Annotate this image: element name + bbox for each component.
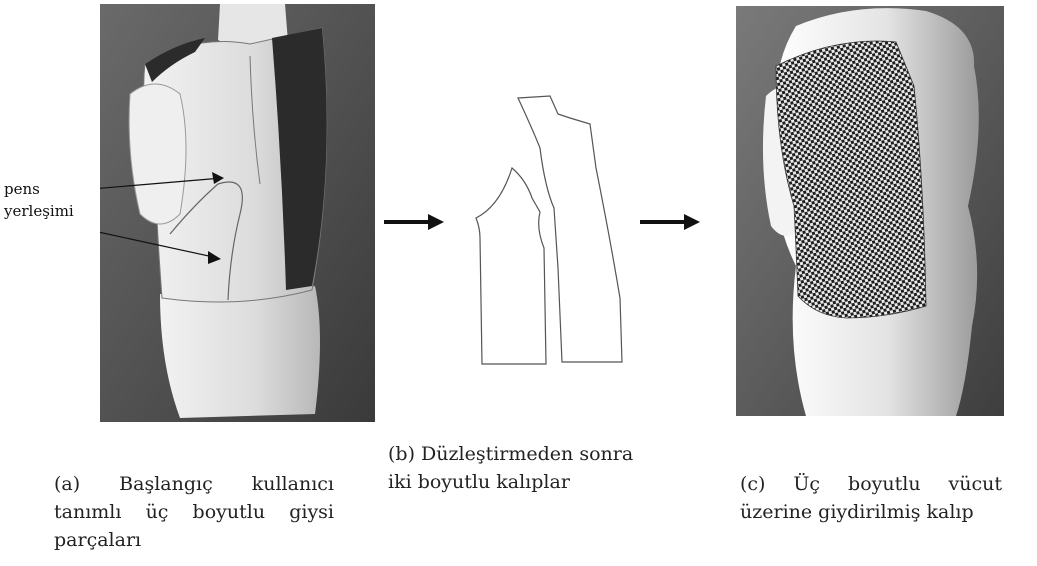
- caption-c-line-2: üzerine giydirilmiş kalıp: [740, 498, 1002, 526]
- annotation-line-2: yerleşimi: [4, 200, 74, 222]
- pattern-piece-side: [476, 168, 546, 364]
- annotation-dart-placement: pens yerleşimi: [4, 178, 74, 222]
- caption-b: (b) Düzleştirmeden sonra iki boyutlu kal…: [388, 440, 678, 496]
- arrow-b-to-c: [640, 212, 702, 232]
- mannequin-arm: [129, 84, 186, 224]
- caption-b-line-2: iki boyutlu kalıplar: [388, 468, 678, 496]
- panel-c-draped-pattern: [736, 6, 1004, 416]
- caption-a: (a) Başlangıç kullanıcı tanımlı üç boyut…: [54, 470, 334, 554]
- pattern-piece-front: [518, 96, 622, 362]
- mannequin-hips: [160, 286, 320, 418]
- caption-c-line-1: (c) Üç boyutlu vücut: [740, 470, 1002, 498]
- caption-a-line-1: (a) Başlangıç kullanıcı: [54, 470, 334, 498]
- caption-a-line-2: tanımlı üç boyutlu giysi: [54, 498, 334, 526]
- panel-a-3d-garment-pieces: [100, 4, 375, 422]
- draped-checkered-fabric: [776, 41, 926, 318]
- caption-c: (c) Üç boyutlu vücut üzerine giydirilmiş…: [740, 470, 1002, 526]
- caption-a-line-3: parçaları: [54, 526, 334, 554]
- arrow-a-to-b: [384, 212, 446, 232]
- panel-b-2d-patterns: [470, 88, 630, 370]
- annotation-line-1: pens: [4, 178, 74, 200]
- caption-b-line-1: (b) Düzleştirmeden sonra: [388, 440, 678, 468]
